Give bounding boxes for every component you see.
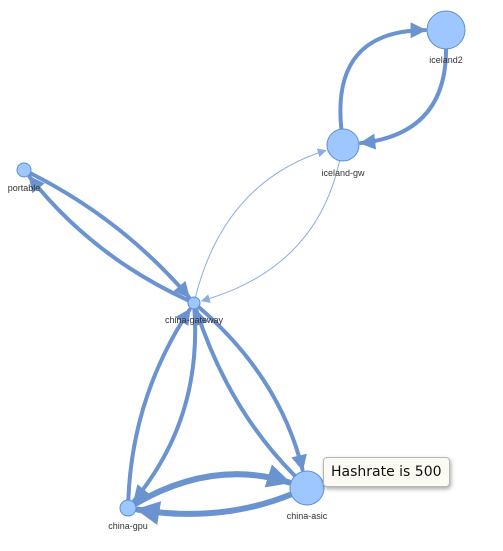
edge-china-gateway-to-portable[interactable] (27, 175, 191, 303)
edge-china-gpu-to-china-gateway[interactable] (126, 307, 192, 503)
node-circle-portable[interactable] (16, 162, 32, 178)
node-china-gateway[interactable]: china-gateway (165, 296, 224, 325)
node-circle-iceland-gw[interactable] (326, 128, 360, 162)
node-china-asic[interactable]: china-asic (287, 470, 328, 521)
edge-iceland-gw-to-iceland2[interactable] (338, 22, 428, 132)
edge-china-asic-to-china-gpu[interactable] (134, 491, 295, 525)
node-label-iceland-gw: iceland-gw (321, 168, 365, 178)
node-label-china-asic: china-asic (287, 511, 328, 521)
edge-china-gateway-to-china-gpu[interactable] (132, 306, 198, 503)
node-label-iceland2: iceland2 (429, 55, 463, 65)
node-portable[interactable]: portable (8, 162, 41, 193)
node-circle-china-gpu[interactable] (119, 499, 137, 517)
node-iceland-gw[interactable]: iceland-gw (321, 128, 365, 178)
node-label-china-gpu: china-gpu (108, 521, 148, 531)
edge-china-gateway-to-iceland-gw[interactable] (194, 148, 327, 298)
edges-layer (27, 22, 449, 525)
node-circle-china-gateway[interactable] (187, 296, 201, 310)
edge-portable-to-china-gateway[interactable] (28, 171, 191, 299)
nodes-layer: iceland2 iceland-gw portable china-gateway c… (8, 10, 466, 531)
edge-iceland-gw-to-china-gateway[interactable] (200, 160, 341, 303)
edge-china-asic-to-china-gateway[interactable] (193, 308, 297, 478)
node-iceland2[interactable]: iceland2 (426, 10, 466, 65)
node-circle-china-asic[interactable] (289, 470, 325, 506)
edge-china-gateway-to-china-asic[interactable] (196, 304, 307, 472)
node-china-gpu[interactable]: china-gpu (108, 499, 148, 531)
edge-iceland2-to-iceland-gw[interactable] (358, 46, 449, 150)
node-circle-iceland2[interactable] (426, 10, 466, 50)
edge-china-gpu-to-china-asic[interactable] (131, 464, 292, 507)
node-label-china-gateway: china-gateway (165, 315, 224, 325)
node-label-portable: portable (8, 183, 41, 193)
hashrate-tooltip: Hashrate is 500 (323, 457, 450, 487)
